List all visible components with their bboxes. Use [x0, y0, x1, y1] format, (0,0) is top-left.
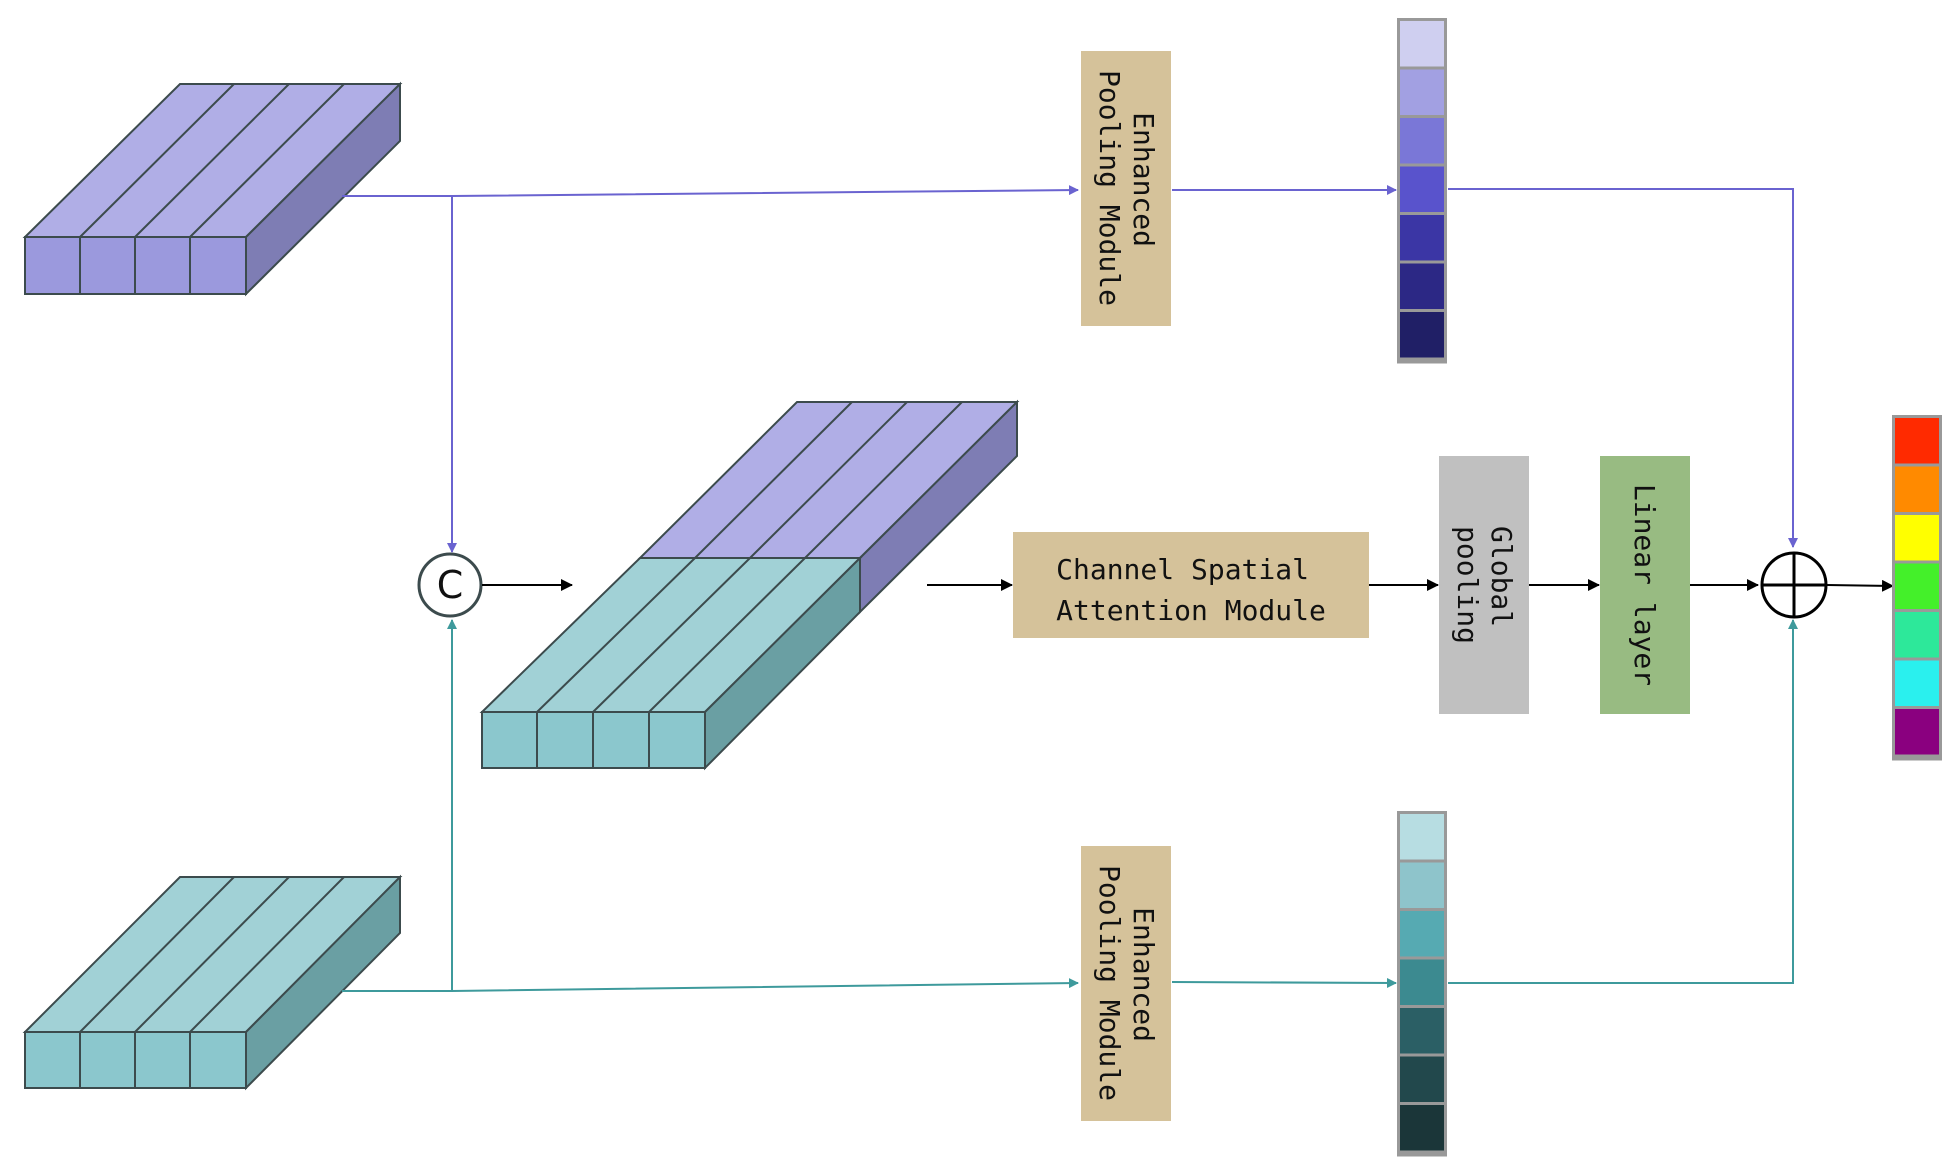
output-vector-cell: [1895, 515, 1939, 561]
purple-vector-cell: [1400, 166, 1444, 212]
svg-text:Enhanced Pooling Module: Enhanced Pooling Module: [1093, 865, 1160, 1101]
purple-vector-cell: [1400, 118, 1444, 164]
teal-vector-cell: [1400, 1105, 1444, 1151]
purple-feature-block-top: [22, 81, 403, 297]
output-vector-cell: [1895, 466, 1939, 512]
concat-node: C: [417, 552, 483, 618]
epm-top-line2: Pooling Module: [1093, 70, 1126, 306]
teal-vector-cell: [1400, 1008, 1444, 1054]
purple-arrows: [342, 185, 1798, 553]
teal-vector-cell: [1400, 862, 1444, 908]
global-pooling-box: Global pooling: [1439, 456, 1529, 714]
purple-feature-vector: [1397, 18, 1447, 364]
sum-node: [1760, 551, 1828, 619]
output-vector-cell: [1895, 418, 1939, 464]
teal-vector-cell: [1400, 959, 1444, 1005]
csam-line2: Attention Module: [1056, 594, 1326, 627]
teal-vector-cell: [1400, 911, 1444, 957]
linear-layer-box: Linear layer: [1600, 456, 1690, 714]
black-arrows: [482, 579, 1894, 592]
epm-top-line1: Enhanced: [1127, 112, 1160, 247]
concatenated-feature-block: [479, 399, 1020, 771]
epm-bottom-line1: Enhanced: [1127, 907, 1160, 1042]
teal-feature-vector: [1397, 811, 1447, 1157]
linear-layer-label: Linear layer: [1628, 484, 1661, 686]
svg-text:Global pooling: Global pooling: [1451, 526, 1518, 644]
global-pooling-line2: pooling: [1451, 526, 1484, 644]
csam-line1: Channel Spatial: [1056, 553, 1309, 586]
output-vector-cell: [1895, 709, 1939, 755]
global-pooling-line1: Global: [1485, 526, 1518, 627]
output-vector: [1892, 415, 1942, 761]
epm-bottom-line2: Pooling Module: [1093, 865, 1126, 1101]
purple-vector-cell: [1400, 312, 1444, 358]
purple-vector-cell: [1400, 21, 1444, 67]
svg-text:Enhanced Pooling Module: Enhanced Pooling Module: [1093, 70, 1160, 306]
teal-feature-block-bottom: [22, 874, 403, 1091]
teal-vector-cell: [1400, 1056, 1444, 1102]
output-vector-cell: [1895, 563, 1939, 609]
purple-vector-cell: [1400, 215, 1444, 261]
enhanced-pooling-module-bottom: Enhanced Pooling Module: [1081, 846, 1171, 1121]
purple-vector-cell: [1400, 263, 1444, 309]
teal-arrows: [342, 619, 1798, 992]
svg-text:Channel Spatial Attentio: Channel Spatial Attention Module: [1056, 553, 1326, 627]
purple-vector-cell: [1400, 69, 1444, 115]
output-vector-cell: [1895, 660, 1939, 706]
output-vector-cell: [1895, 612, 1939, 658]
concat-symbol: C: [437, 563, 464, 607]
enhanced-pooling-module-top: Enhanced Pooling Module: [1081, 51, 1171, 326]
teal-vector-cell: [1400, 814, 1444, 860]
channel-spatial-attention-module: Channel Spatial Attention Module: [1013, 532, 1369, 638]
